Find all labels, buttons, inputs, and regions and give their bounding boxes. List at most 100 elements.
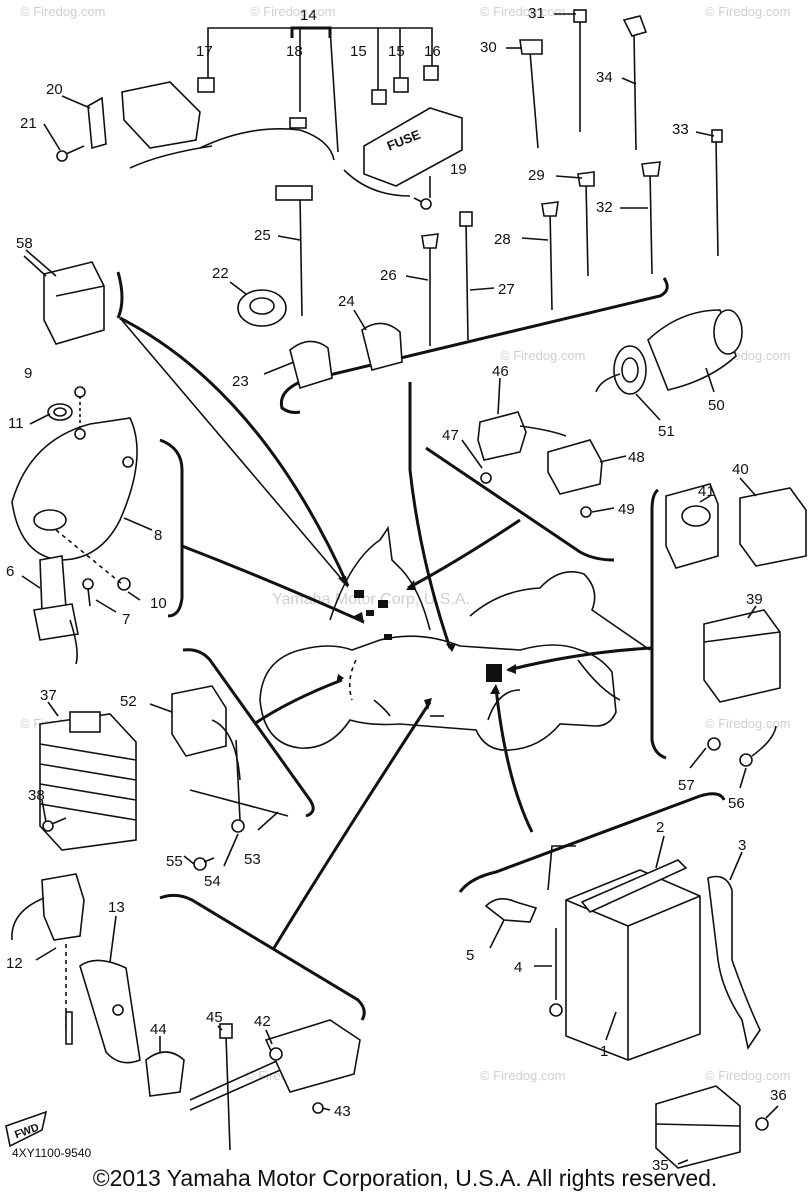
relay-52-group: [171, 685, 289, 871]
callout-21: 21: [20, 115, 37, 132]
callout-1: 1: [600, 1043, 608, 1060]
callout-23: 23: [232, 373, 249, 390]
callout-17: 17: [196, 43, 213, 60]
callout-48: 48: [628, 449, 645, 466]
callout-31: 31: [528, 5, 545, 22]
starter-relay-20: [121, 81, 201, 149]
screw-49: [580, 506, 592, 518]
screw-7: [82, 578, 94, 590]
callout-16: 16: [424, 43, 441, 60]
callout-labels: 1 2 3 4 5 6 7 8 9 10 11 12 13 14 15 15 1…: [6, 5, 787, 1174]
diagram-part-code: 4XY1100-9540: [12, 1146, 92, 1160]
leader-lines: [119, 316, 653, 949]
fuse-box-14: [363, 107, 463, 187]
rectifier-regulator-group: [39, 711, 137, 851]
tie-29: [585, 181, 589, 277]
callout-25: 25: [254, 227, 271, 244]
callout-20: 20: [46, 81, 63, 98]
bolt-55: [193, 857, 207, 871]
watermark-text: © Firedog.com: [480, 1068, 565, 1083]
callout-2: 2: [656, 819, 664, 836]
band-5: [484, 898, 538, 923]
bolt-57: [707, 737, 721, 751]
callout-27: 27: [498, 281, 515, 298]
callout-30: 30: [480, 39, 497, 56]
watermark-text: © Firedog.com: [705, 716, 790, 731]
callout-58: 58: [16, 235, 33, 252]
callout-41: 41: [698, 483, 715, 500]
callout-46: 46: [492, 363, 509, 380]
callout-53: 53: [244, 851, 261, 868]
bolt-21: [56, 150, 68, 162]
switch-42: [264, 1019, 361, 1093]
callout-10: 10: [150, 595, 167, 612]
callout-40: 40: [732, 461, 749, 478]
callout-5: 5: [466, 947, 474, 964]
battery-group: [484, 845, 761, 1061]
clamp-23: [289, 340, 333, 390]
callout-28: 28: [494, 231, 511, 248]
callout-34: 34: [596, 69, 613, 86]
callout-4: 4: [514, 959, 522, 976]
battery-location-marker: [486, 664, 502, 682]
relay-40: [739, 487, 807, 567]
callout-18: 18: [286, 43, 303, 60]
bolt-36: [755, 1117, 769, 1131]
relay-48: [547, 439, 603, 495]
relay-39: [703, 609, 781, 703]
callout-29: 29: [528, 167, 545, 184]
callout-8: 8: [154, 527, 162, 544]
group-brackets: [116, 26, 726, 1021]
tie-30: [529, 51, 539, 149]
fuse-15: [371, 89, 387, 105]
callout-11: 11: [8, 415, 24, 432]
callout-55: 55: [166, 853, 183, 870]
battery-1: [565, 869, 701, 1061]
sidestand-switch-group: [145, 1019, 361, 1151]
right-relays-group: [665, 483, 807, 767]
callout-49: 49: [618, 501, 635, 518]
callout-22: 22: [212, 265, 229, 282]
callout-32: 32: [596, 199, 613, 216]
callout-56: 56: [728, 795, 745, 812]
copyright-notice: ©2013 Yamaha Motor Corporation, U.S.A. A…: [92, 1165, 718, 1191]
cable-ties-group: [237, 9, 723, 390]
callout-14: 14: [300, 7, 317, 24]
cable-3: [707, 875, 761, 1051]
watermark-text: © Firedog.com: [20, 4, 105, 19]
fuse-15b: [393, 77, 409, 93]
callout-24: 24: [338, 293, 355, 310]
motorcycle-outline: [259, 525, 651, 751]
rectifier-37: [39, 713, 137, 851]
watermark-text: © Firedog.com: [250, 4, 335, 19]
watermark-text: © Firedog.com: [480, 4, 565, 19]
tie-27: [465, 221, 469, 341]
bolt-19: [420, 198, 432, 210]
terminal-56: [739, 753, 753, 767]
fuse-17: [197, 77, 215, 93]
tie-34: [633, 33, 637, 151]
bracket-13: [79, 959, 141, 1064]
watermark-text: © Firedog.com: [500, 348, 585, 363]
clamp-54: [231, 819, 245, 833]
callout-9: 9: [24, 365, 32, 382]
callout-38: 38: [28, 787, 45, 804]
callout-13: 13: [108, 899, 125, 916]
callout-35: 35: [652, 1157, 669, 1174]
band-2: [580, 859, 688, 913]
bolt-43: [312, 1102, 324, 1114]
relay-35: [655, 1085, 741, 1169]
callout-12: 12: [6, 955, 23, 972]
callout-6: 6: [6, 563, 14, 580]
main-switch-group: [11, 386, 138, 665]
callout-15-second: 15: [388, 43, 405, 60]
callout-52: 52: [120, 693, 137, 710]
flasher-and-socket-group: [477, 309, 743, 518]
flasher-46: [477, 411, 527, 461]
callout-50: 50: [708, 397, 725, 414]
callout-3: 3: [738, 837, 746, 854]
callout-43: 43: [334, 1103, 351, 1120]
callout-15: 15: [350, 43, 367, 60]
bolt-38: [42, 820, 54, 832]
